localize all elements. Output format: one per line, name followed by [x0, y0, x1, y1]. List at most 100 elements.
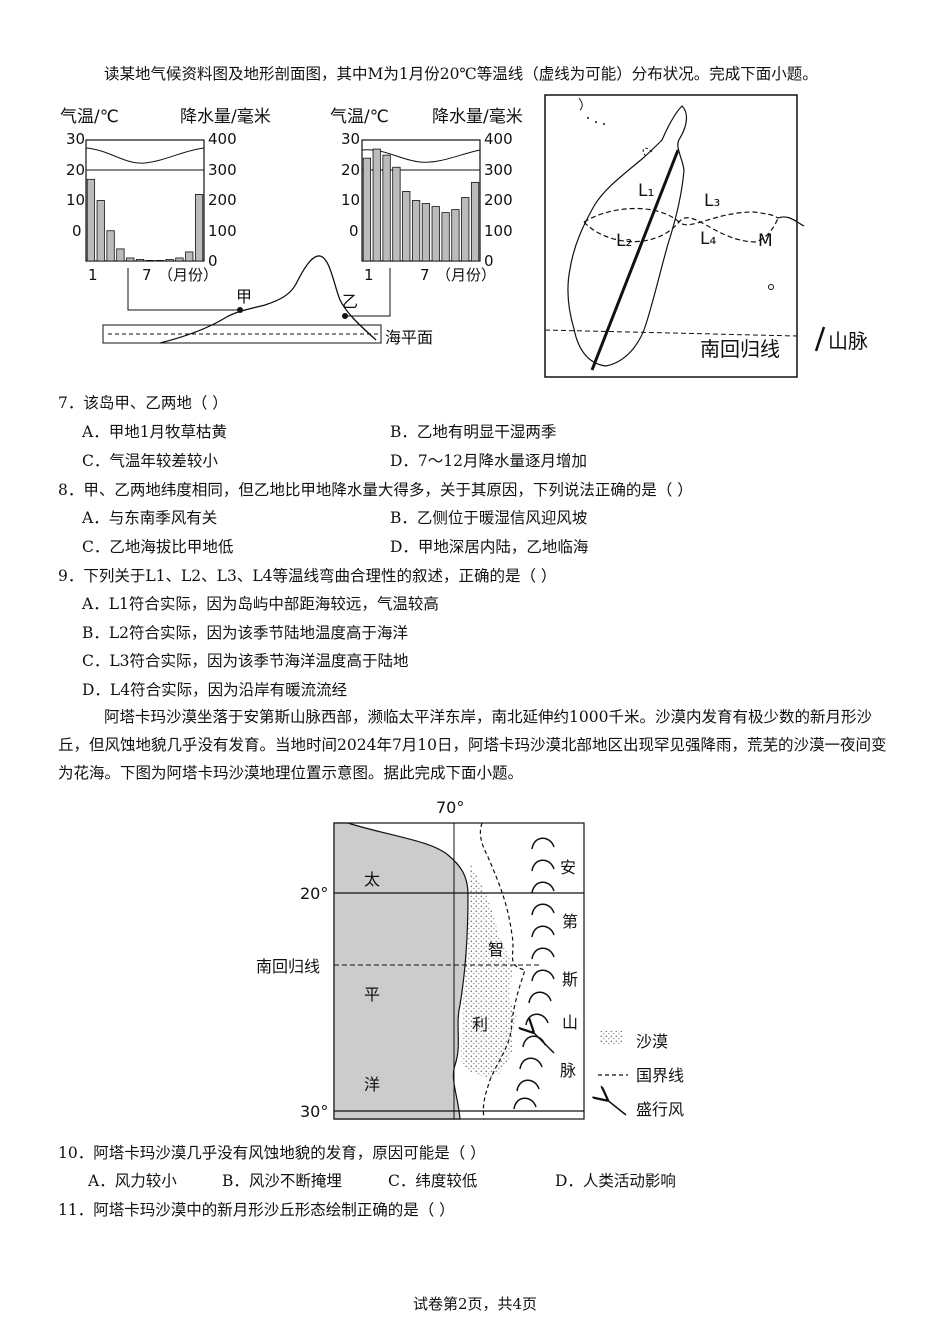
q9-option-c[interactable]: C．L3符合实际，因为该季节海洋温度高于陆地: [82, 652, 409, 670]
q7-option-d[interactable]: D．7～12月降水量逐月增加: [390, 452, 588, 470]
left-precip-bar-month-11: [185, 251, 194, 262]
andes-char-1: 安: [560, 858, 576, 877]
prevailing-wind-arrow: [532, 1031, 555, 1054]
label-L4: L₄: [700, 229, 716, 249]
svg-text:0: 0: [484, 252, 494, 270]
left-precip-bar-month-4: [116, 248, 125, 262]
right-climate-chart: 气温/℃ 降水量/毫米 30 20 10 0 400 300 200 100 0…: [330, 107, 523, 284]
q8-option-d[interactable]: D．甲地深居内陆，乙地临海: [390, 538, 589, 556]
left-precip-bar-month-9: [165, 259, 174, 262]
left-precip-bar-month-5: [126, 257, 135, 262]
q10-option-d[interactable]: D．人类活动影响: [555, 1172, 676, 1190]
right-x-tick-1: 1: [364, 266, 374, 284]
andes-mountains: [513, 837, 555, 1110]
wind-legend-icon: [606, 1099, 627, 1116]
left-precip-bar-month-1: [86, 178, 96, 262]
q9-option-d[interactable]: D．L4符合实际，因为沿岸有暖流流经: [82, 681, 348, 699]
ocean-char-3: 洋: [364, 1075, 380, 1094]
q8-stem: 8．甲、乙两地纬度相同，但乙地比甲地降水量大得多，关于其原因，下列说法正确的是（…: [58, 481, 693, 499]
left-precip-bar-month-12: [194, 194, 204, 262]
svg-text:20: 20: [66, 161, 85, 179]
right-precip-bar-month-8: [431, 206, 440, 262]
right-x-tick-7: 7: [420, 266, 430, 284]
svg-text:0: 0: [72, 222, 82, 240]
yi-label: 乙: [342, 292, 358, 311]
left-precip-axis-label: 降水量/毫米: [180, 107, 271, 127]
isotherm-L1-L3: [583, 208, 779, 226]
left-precip-bar-month-6: [135, 259, 145, 262]
q8-option-a[interactable]: A．与东南季风有关: [82, 509, 218, 527]
right-x-unit: （月份）: [436, 266, 496, 284]
svg-text:200: 200: [484, 191, 513, 209]
svg-text:10: 10: [341, 191, 360, 209]
desert-legend-label: 沙漠: [636, 1032, 668, 1051]
right-precip-bar-month-2: [372, 148, 381, 262]
border-legend-label: 国界线: [636, 1066, 684, 1085]
national-border: [479, 822, 526, 1120]
chile-char-1: 智: [488, 940, 504, 959]
right-precip-bar-month-12: [470, 181, 480, 262]
lon-70-label: 70°: [436, 798, 464, 817]
mountain-peak: [513, 1097, 537, 1110]
svg-text:300: 300: [208, 161, 237, 179]
mountain-peak: [531, 903, 555, 916]
andes-char-4: 山: [562, 1013, 578, 1032]
jia-label: 甲: [236, 287, 252, 306]
tropic-label-2: 南回归线: [256, 957, 320, 976]
right-precip-bars: [362, 148, 480, 262]
q7-stem: 7．该岛甲、乙两地（ ）: [58, 394, 228, 412]
right-precip-bar-month-4: [392, 166, 401, 262]
svg-text:300: 300: [484, 161, 513, 179]
right-precip-bar-month-11: [461, 197, 470, 262]
mountain-peak: [531, 969, 555, 982]
q10-option-b[interactable]: B．风沙不断掩埋: [222, 1172, 342, 1190]
left-climate-chart: 气温/℃ 降水量/毫米 30 20 10 0 400 300 200 100 0…: [60, 107, 271, 284]
svg-text:100: 100: [484, 222, 513, 240]
label-L3: L₃: [704, 191, 720, 211]
tropic-line: [544, 329, 798, 337]
mountain-peak: [525, 1013, 549, 1026]
q7-option-b[interactable]: B．乙地有明显干湿两季: [390, 423, 557, 441]
q11-stem: 11．阿塔卡玛沙漠中的新月形沙丘形态绘制正确的是（ ）: [58, 1201, 455, 1219]
mountain-legend-label: 山脉: [828, 329, 868, 353]
left-precip-bar-month-7: [145, 259, 155, 262]
right-precip-bar-month-9: [441, 212, 450, 262]
left-x-tick-7: 7: [142, 266, 152, 284]
mountain-peak: [531, 925, 555, 938]
right-precip-bar-month-3: [382, 154, 391, 262]
right-precip-bar-month-6: [411, 200, 421, 262]
q10-option-a[interactable]: A．风力较小: [88, 1172, 177, 1190]
q9-option-b[interactable]: B．L2符合实际，因为该季节陆地温度高于海洋: [82, 624, 409, 642]
lat-30-label: 30°: [300, 1102, 328, 1121]
svg-text:400: 400: [208, 130, 237, 148]
chile-char-2: 利: [472, 1015, 488, 1034]
wind-legend-label: 盛行风: [636, 1100, 684, 1119]
svg-text:30: 30: [66, 130, 85, 148]
island-isotherm-map: L₁ L₃ L₂ L₄ M 南回归线 山脉: [544, 94, 868, 378]
terrain-profile: 甲 乙 海平面: [102, 255, 433, 347]
ocean-char-2: 平: [364, 985, 380, 1004]
left-precip-bar-month-3: [106, 230, 115, 262]
left-precip-bars: [86, 178, 204, 262]
intro-paragraph-2: 阿塔卡玛沙漠坐落于安第斯山脉西部，濒临太平洋东岸，南北延伸约1000千米。沙漠内…: [58, 708, 887, 782]
q7-option-c[interactable]: C．气温年较差较小: [82, 452, 218, 470]
q7-option-a[interactable]: A．甲地1月牧草枯黄: [82, 423, 228, 441]
andes-char-3: 斯: [562, 970, 578, 989]
q8-option-c[interactable]: C．乙地海拔比甲地低: [82, 538, 234, 556]
andes-char-2: 第: [562, 912, 578, 931]
right-precip-bar-month-10: [451, 209, 460, 262]
atacama-desert: [461, 863, 517, 1077]
right-precip-ticks: 400 300 200 100 0: [484, 130, 513, 270]
right-precip-bar-month-7: [421, 203, 431, 262]
q9-option-a[interactable]: A．L1符合实际，因为岛屿中部距海较远，气温较高: [82, 595, 439, 613]
left-x-tick-1: 1: [88, 266, 98, 284]
q8-option-b[interactable]: B．乙侧位于暖湿信风迎风坡: [390, 509, 588, 527]
svg-text:30: 30: [341, 130, 360, 148]
left-x-unit: （月份）: [158, 266, 218, 284]
svg-text:10: 10: [66, 191, 85, 209]
q10-option-c[interactable]: C．纬度较低: [388, 1172, 478, 1190]
svg-text:200: 200: [208, 191, 237, 209]
atacama-location-map: 70° 20° 30° 南回归线 太 平 洋 智 利 安 第 斯 山 脉 沙漠 …: [256, 798, 684, 1121]
isotherm-L2-L4: [583, 217, 779, 243]
